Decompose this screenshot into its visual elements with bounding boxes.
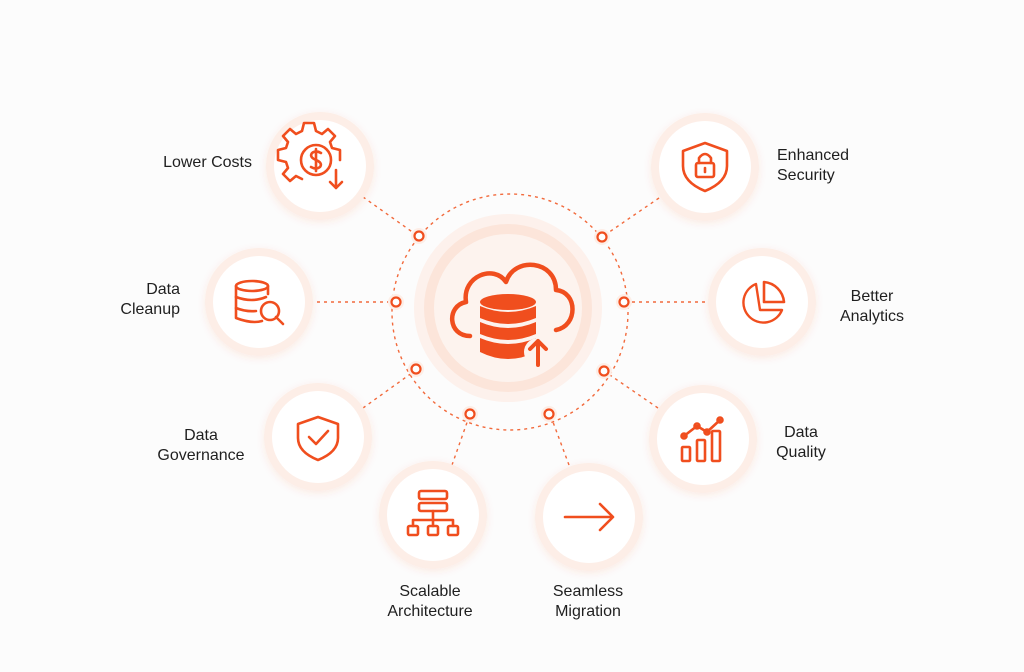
node-label-enhanced-security: Enhanced Security [777, 147, 850, 184]
shield-lock-icon [681, 141, 729, 193]
arrow-right-icon [563, 502, 615, 532]
orbit-ring [391, 193, 629, 431]
connector-data-quality [603, 370, 659, 409]
node-label-data-quality: Data Quality [776, 424, 826, 461]
node-label-data-governance: Data Governance [157, 427, 245, 464]
shield-check-icon [296, 415, 340, 462]
node-disc-data-cleanup [205, 248, 313, 356]
bar-chart-trend-icon [680, 416, 724, 463]
database-search-icon [234, 279, 285, 326]
node-label-seamless-migration: Seamless Migration [552, 583, 624, 620]
server-hierarchy-icon [406, 489, 460, 537]
pie-chart-icon [742, 280, 786, 324]
connector-lower-costs [362, 196, 419, 237]
connector-seamless-migration [549, 413, 570, 466]
connector-enhanced-security [601, 197, 660, 238]
junction-dots [388, 228, 632, 422]
node-label-better-analytics: Better Analytics [839, 288, 905, 325]
node-disc-data-governance [264, 383, 372, 491]
node-label-lower-costs: Lower Costs [163, 154, 252, 171]
connectors [310, 196, 712, 466]
node-disc-better-analytics [708, 248, 816, 356]
cloud-database-upload-icon [449, 262, 575, 367]
connector-data-governance [362, 369, 417, 409]
gear-dollar-icon [276, 121, 344, 190]
node-label-data-cleanup: Data Cleanup [120, 281, 180, 318]
node-label-scalable-architecture: Scalable Architecture [387, 583, 473, 620]
connector-scalable-architecture [451, 413, 471, 466]
